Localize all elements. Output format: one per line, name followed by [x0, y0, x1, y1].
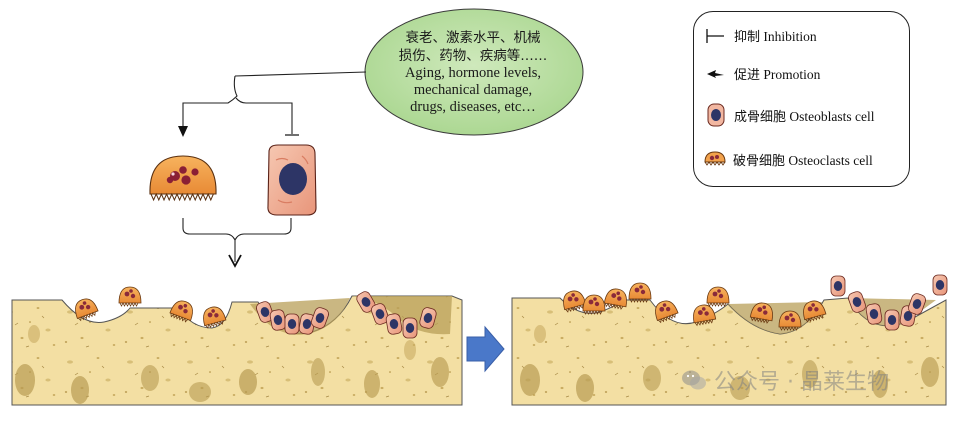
osteoblast-cell	[830, 275, 846, 297]
down-arrow-head	[228, 254, 242, 268]
transition-arrow-icon	[466, 325, 505, 373]
osteoclast-cell	[603, 286, 630, 311]
cause-zh-line2: 损伤、药物、疾病等……	[398, 47, 548, 64]
large-osteoclast	[149, 155, 217, 202]
promotion-icon	[707, 69, 724, 78]
legend-item-inhibition: 抑制 Inhibition	[704, 26, 817, 45]
osteoclast-cell	[628, 282, 652, 303]
watermark-text: 公众号 · 晶莱生物	[714, 370, 889, 395]
cause-en-line2: mechanical damage,	[413, 81, 533, 98]
legend-label-inhibition: 抑制 Inhibition	[734, 29, 817, 45]
legend-label-promotion: 促进 Promotion	[734, 67, 821, 83]
legend-item-promotion: 促进 Promotion	[704, 64, 820, 83]
legend-label-osteoblast: 成骨细胞 Osteoblasts cell	[734, 108, 875, 125]
osteoclast-cell	[582, 294, 606, 315]
osteoblast-cell	[932, 274, 948, 296]
cause-en-line3: drugs, diseases, etc…	[410, 98, 536, 115]
bone-block-left	[11, 295, 463, 406]
legend: 抑制 Inhibition 促进 Promotion 成骨细胞 Osteobla…	[693, 11, 910, 187]
legend-label-osteoclast: 破骨细胞 Osteoclasts cell	[733, 152, 873, 169]
osteoclast-cell	[778, 310, 802, 331]
legend-item-osteoclast: 破骨细胞 Osteoclasts cell	[703, 149, 873, 169]
top-bracket	[182, 75, 238, 128]
osteoblast-icon	[707, 103, 725, 127]
large-osteoblast	[267, 144, 317, 216]
osteoblast-cell	[884, 309, 900, 331]
cause-en-line1: Aging, hormone levels,	[404, 64, 542, 81]
osteoclast-cell	[706, 286, 730, 307]
cause-zh-line1: 衰老、激素水平、机械	[405, 29, 541, 46]
bottom-bracket	[182, 218, 292, 242]
legend-item-osteoblast: 成骨细胞 Osteoblasts cell	[706, 102, 875, 128]
osteoclast-icon	[704, 151, 726, 166]
wechat-icon	[682, 370, 706, 390]
connector-line	[234, 71, 367, 77]
osteoblast-cell	[284, 313, 300, 335]
inhibition-icon	[706, 28, 724, 43]
promotion-arrow-head	[178, 126, 188, 137]
osteoclast-cell	[118, 286, 142, 307]
watermark: 公众号 · 晶莱生物	[680, 364, 889, 396]
osteoblast-cell	[402, 317, 418, 339]
cause-text: 衰老、激素水平、机械 损伤、药物、疾病等…… Aging, hormone le…	[367, 12, 579, 132]
